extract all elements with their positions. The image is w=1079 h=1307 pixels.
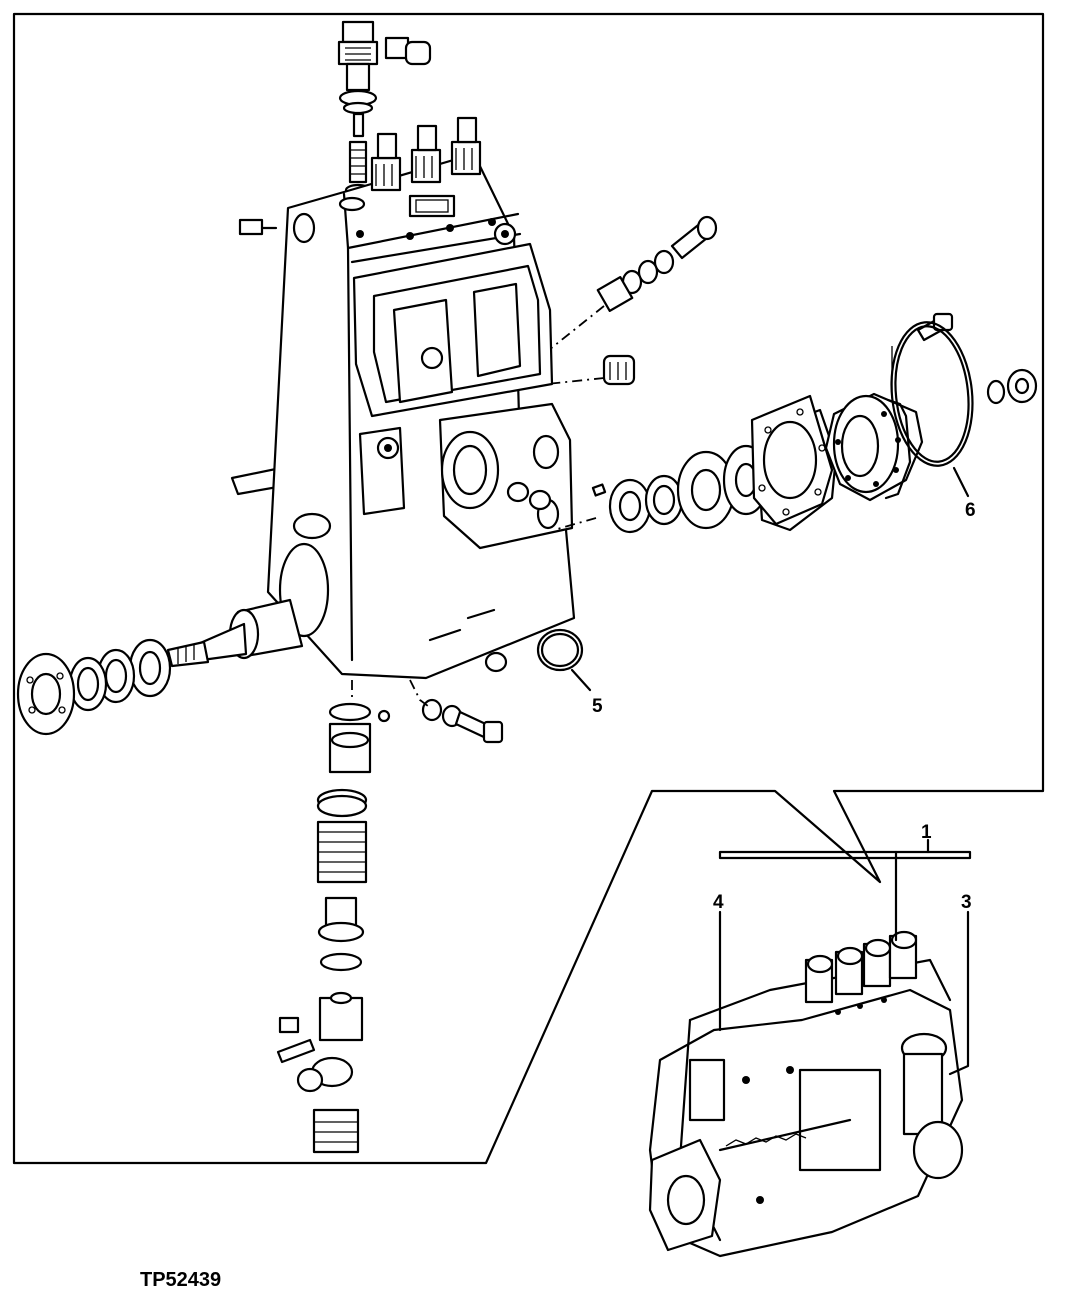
plug-screw [602,354,636,386]
leader-5 [570,668,592,692]
callout-3: 3 [961,892,972,913]
small-screw-left [238,218,278,236]
valve-holder-3 [450,116,482,176]
callout-6: 6 [965,500,976,521]
injection-pump-housing [266,116,576,680]
o-ring-6 [890,321,974,467]
leader-6 [952,466,970,498]
plunger-stack-lower [276,680,391,1154]
nut-and-studs [428,481,552,673]
figure-id: TP52439 [140,1269,221,1291]
bolt-lower [409,679,504,744]
callout-4: 4 [713,892,724,913]
right-side-shaft-parts [591,394,838,534]
camshaft-bearing-left [16,638,172,736]
washer-nut-right [986,368,1038,405]
valve-holder-1 [370,132,402,192]
banjo-bolt-right [596,215,718,312]
bracket-1 [718,850,972,860]
callout-5: 5 [592,696,603,717]
leader-3 [948,910,970,1076]
camshaft [166,542,330,668]
assembled-pump-view [648,930,964,1258]
valve-holder-2 [410,124,442,184]
o-ring-5 [536,628,584,672]
detail-frame [12,12,1045,1165]
callout-1: 1 [921,822,932,843]
